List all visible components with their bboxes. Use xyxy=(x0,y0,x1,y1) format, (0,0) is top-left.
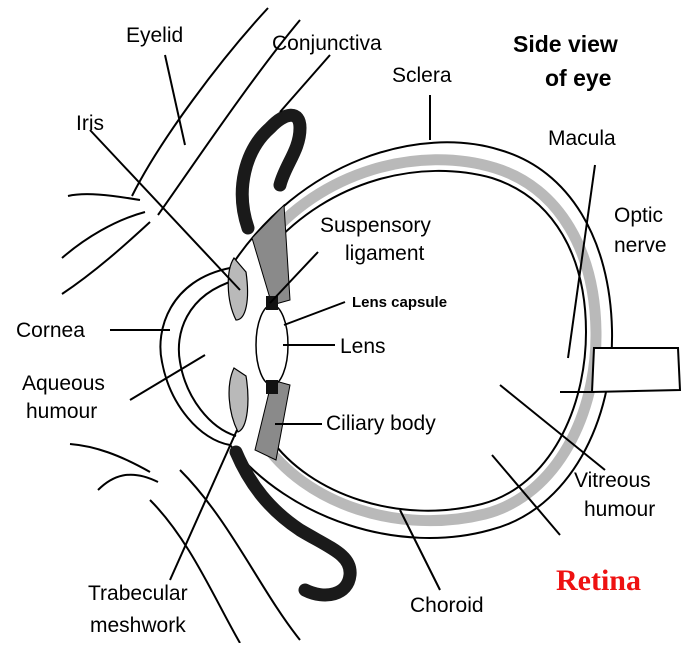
optic-nerve xyxy=(592,348,680,392)
label-cornea: Cornea xyxy=(16,319,85,342)
title-line1: Side view xyxy=(513,31,618,57)
label-suspensory-1: Suspensory xyxy=(320,214,431,237)
iris-lower xyxy=(229,368,248,432)
label-eyelid: Eyelid xyxy=(126,24,183,47)
eyelash xyxy=(62,222,150,294)
title-line2: of eye xyxy=(545,65,611,91)
label-sclera: Sclera xyxy=(392,64,452,87)
label-trabecular-1: Trabecular xyxy=(88,582,188,605)
leader-aqueous xyxy=(130,355,205,400)
leader-iris xyxy=(90,130,240,290)
leader-trabecular xyxy=(170,430,237,580)
label-aqueous-1: Aqueous xyxy=(22,372,105,395)
leader-lens-capsule xyxy=(284,302,345,325)
label-iris: Iris xyxy=(76,112,104,135)
eyelash xyxy=(62,212,145,258)
eye-anatomy xyxy=(62,8,680,643)
label-suspensory-2: ligament xyxy=(345,242,425,265)
label-aqueous-2: humour xyxy=(26,400,97,423)
label-retina: Retina xyxy=(556,564,641,597)
label-ciliary: Ciliary body xyxy=(326,412,436,435)
eyelash xyxy=(68,194,140,200)
label-macula: Macula xyxy=(548,127,616,150)
leader-conjunctiva xyxy=(280,55,330,112)
eyelash xyxy=(98,475,158,490)
leader-eyelid xyxy=(165,55,185,145)
label-vitreous-2: humour xyxy=(584,498,655,521)
label-lens: Lens xyxy=(340,335,386,358)
label-vitreous-1: Vitreous xyxy=(574,469,651,492)
label-trabecular-2: meshwork xyxy=(90,614,186,637)
label-optic-2: nerve xyxy=(614,234,667,257)
lower-eyelid-outline xyxy=(180,470,300,640)
suspensory-ligament-upper xyxy=(266,296,278,310)
cornea-outline xyxy=(160,268,230,445)
label-lens-capsule: Lens capsule xyxy=(352,294,447,311)
label-conjunctiva: Conjunctiva xyxy=(272,32,382,55)
label-optic-1: Optic xyxy=(614,204,663,227)
eyelash xyxy=(70,444,150,472)
ciliary-body-upper xyxy=(252,205,290,305)
label-choroid: Choroid xyxy=(410,594,484,617)
cornea-inner xyxy=(179,280,236,436)
suspensory-ligament-lower xyxy=(266,380,278,394)
